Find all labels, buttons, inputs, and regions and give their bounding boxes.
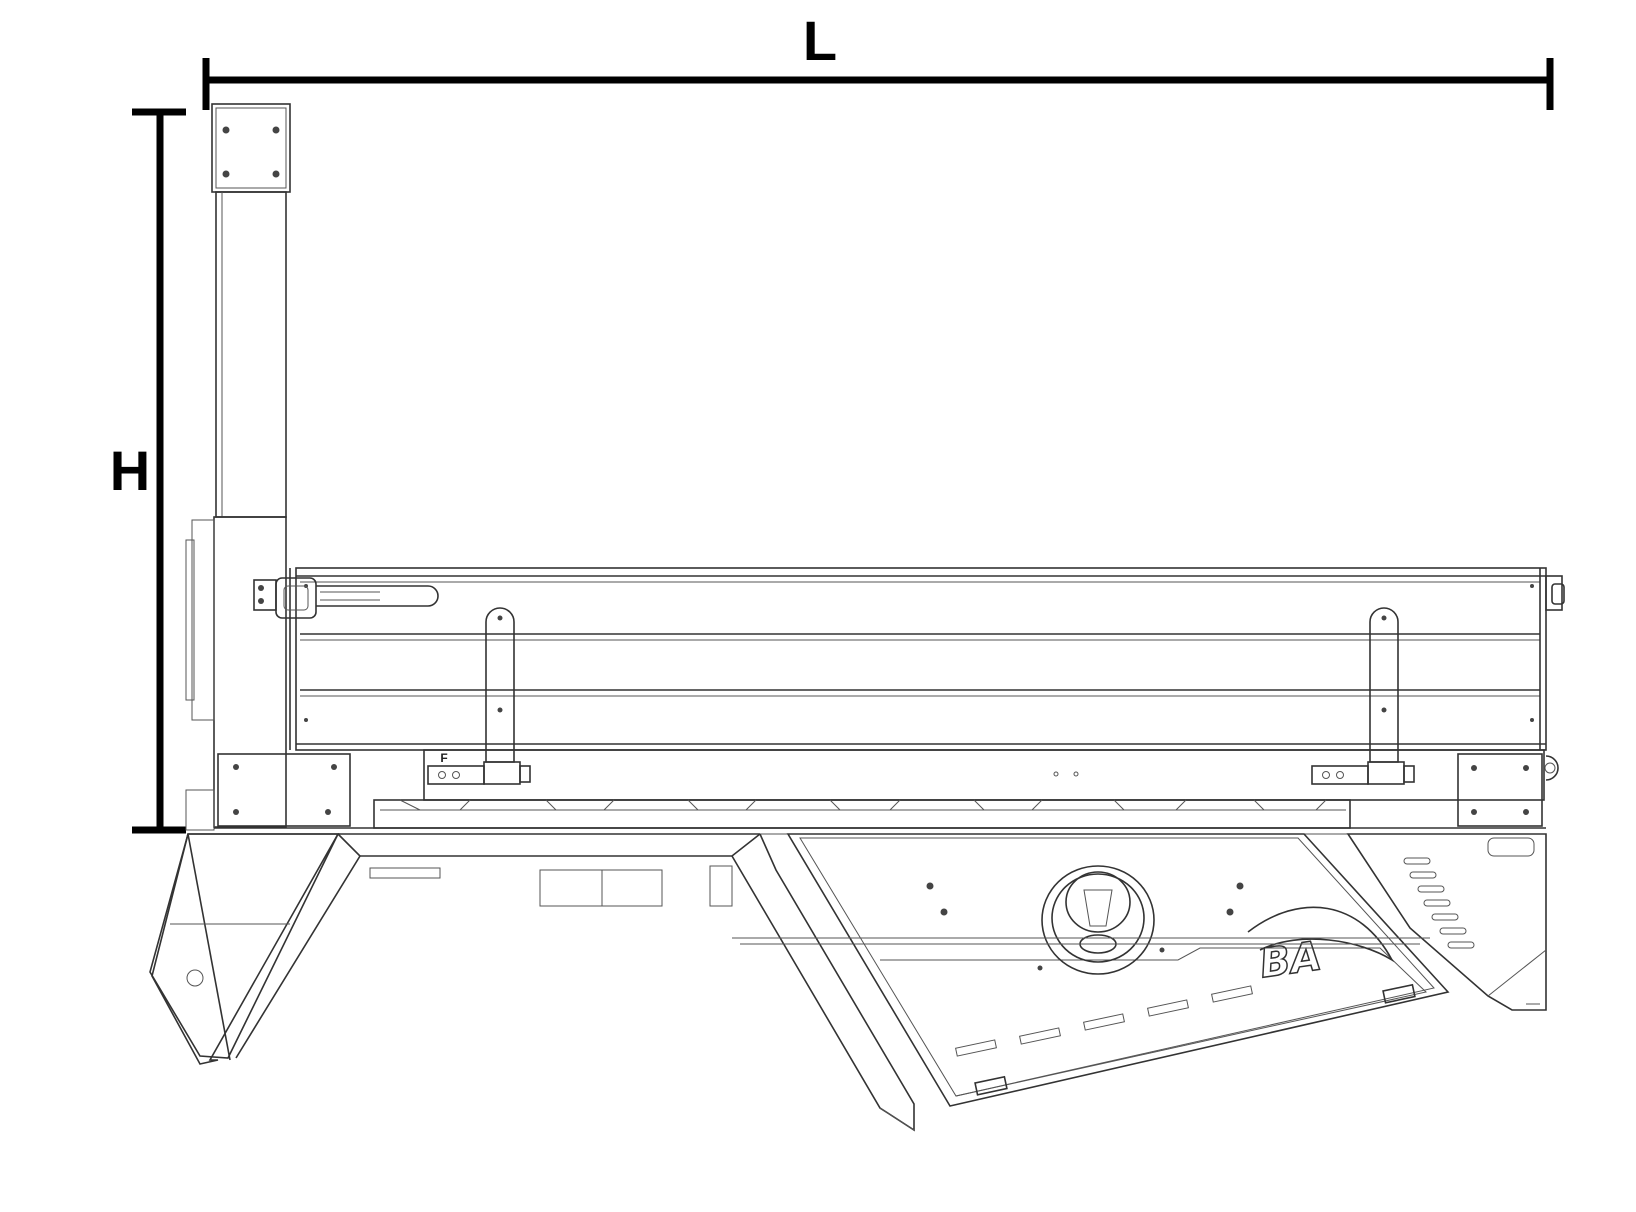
tray-base-rail xyxy=(214,749,1546,835)
hinge-rear xyxy=(1311,765,1369,785)
front-under-frame xyxy=(149,833,915,1132)
brand-logo: BA xyxy=(1247,906,1395,988)
brand-logo-text: BA xyxy=(1257,933,1324,987)
hinge-front: F xyxy=(427,751,485,785)
t-handle-lock xyxy=(1041,865,1155,975)
rear-latch xyxy=(1545,575,1565,611)
height-label: H xyxy=(110,439,150,502)
toolbox-door xyxy=(786,833,1450,1107)
length-label: L xyxy=(803,9,837,72)
rear-under-bracket xyxy=(1346,833,1547,1011)
drop-side-panel xyxy=(289,567,1547,751)
rear-corner-plate xyxy=(1457,753,1559,827)
headboard-post xyxy=(185,103,351,831)
front-marker: F xyxy=(440,751,447,765)
height-dimension: H xyxy=(110,108,186,834)
drop-side-latch xyxy=(253,577,439,619)
length-dimension: L xyxy=(202,9,1554,110)
under-tray-frame-rail xyxy=(732,937,1430,945)
door-hinges xyxy=(974,983,1416,1096)
door-vent-slots xyxy=(955,985,1253,1057)
